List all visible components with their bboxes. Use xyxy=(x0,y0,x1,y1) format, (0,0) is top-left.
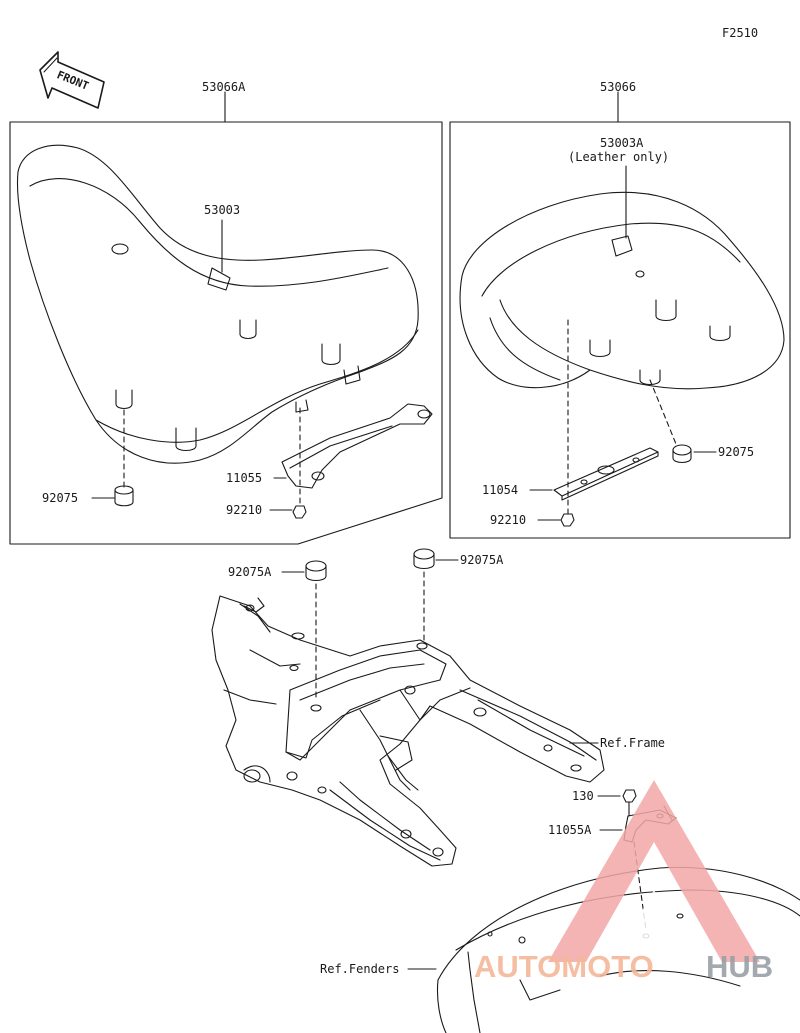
callout-left-frame-damper: 92075A xyxy=(228,565,272,579)
left-group-number: 53066A xyxy=(202,80,246,94)
front-arrow-icon xyxy=(39,51,105,109)
callout-left-nut: 92210 xyxy=(226,503,263,517)
left-nut-drawing xyxy=(269,505,307,519)
frame-drawing xyxy=(211,595,605,867)
right-group-box xyxy=(449,121,791,539)
callout-left-seat-cover: 53003 xyxy=(204,203,241,217)
callout-right-damper: 92075 xyxy=(718,445,755,459)
left-bracket-drawing xyxy=(273,403,433,505)
ref-frame-label: Ref.Frame xyxy=(600,736,666,750)
callout-left-damper: 92075 xyxy=(42,491,79,505)
fender-drawing xyxy=(407,866,800,1033)
callout-right-bracket: 11054 xyxy=(482,483,519,497)
right-damper-drawing xyxy=(649,379,717,464)
callout-bolt: 130 xyxy=(572,789,594,803)
watermark-text-primary: AUTOMOTO xyxy=(474,949,654,984)
callout-right-seat-cover-note: (Leather only) xyxy=(568,150,670,164)
right-seat-drawing xyxy=(459,191,785,390)
callout-fender-bracket: 11055A xyxy=(548,823,592,837)
callout-left-bracket: 11055 xyxy=(226,471,263,485)
right-group-number: 53066 xyxy=(600,80,637,94)
left-seat-drawing xyxy=(16,144,419,464)
callout-right-seat-cover: 53003A xyxy=(600,136,644,150)
ref-fenders-label: Ref.Fenders xyxy=(320,962,400,976)
left-group-box xyxy=(9,121,443,545)
callout-right-nut: 92210 xyxy=(490,513,527,527)
right-nut-drawing xyxy=(537,513,575,527)
right-bracket-drawing xyxy=(529,319,659,517)
figure-code: F2510 xyxy=(722,26,759,40)
watermark-triangle-logo xyxy=(548,780,760,962)
frame-dampers-drawing xyxy=(281,548,459,701)
callout-right-frame-damper: 92075A xyxy=(460,553,504,567)
left-damper-drawing xyxy=(91,409,134,507)
watermark-text-secondary: HUB xyxy=(706,949,774,984)
